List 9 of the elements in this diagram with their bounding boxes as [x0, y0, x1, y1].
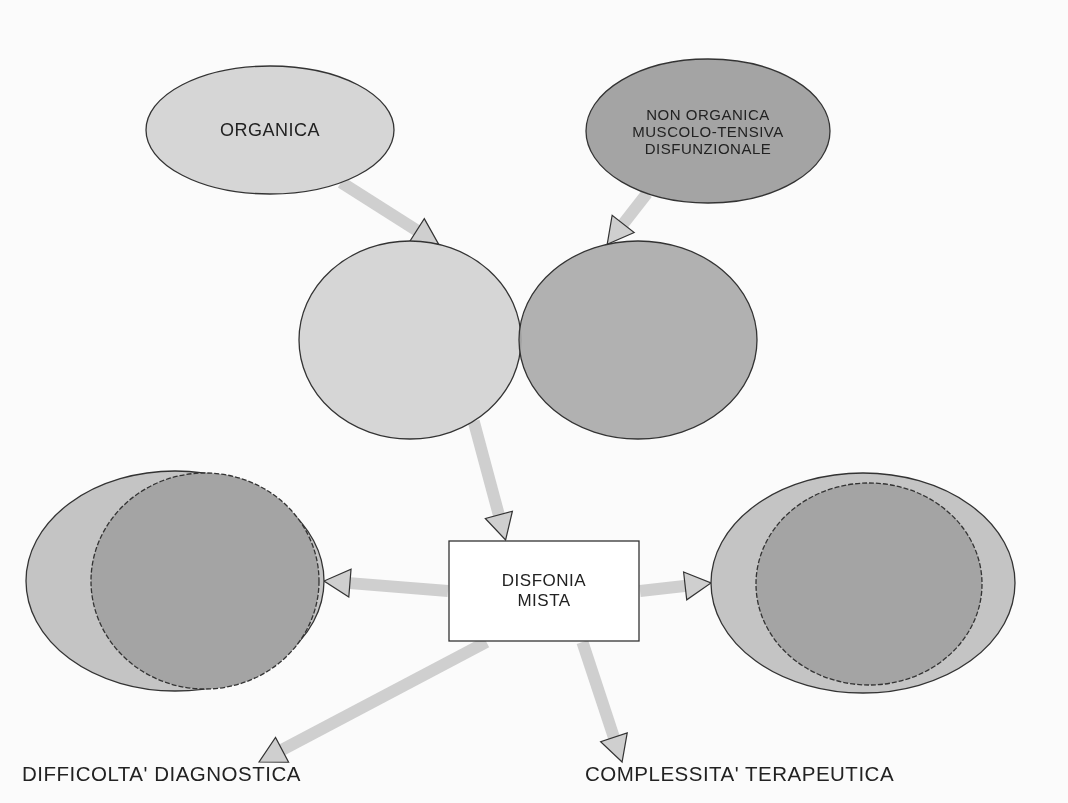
block-arrow — [467, 419, 513, 541]
outcome-label: DIFFICOLTA' DIAGNOSTICA — [22, 762, 301, 786]
node-label: ORGANICA — [219, 119, 321, 141]
node-label: NON ORGANICA MUSCOLO-TENSIVA DISFUNZIONALE — [631, 105, 785, 157]
node-label: DISFONIA MISTA — [500, 571, 588, 611]
block-arrow — [639, 571, 712, 601]
block-arrow — [606, 189, 652, 245]
outcome-label: COMPLESSITA' TERAPEUTICA — [585, 762, 895, 786]
block-arrow — [576, 640, 628, 763]
